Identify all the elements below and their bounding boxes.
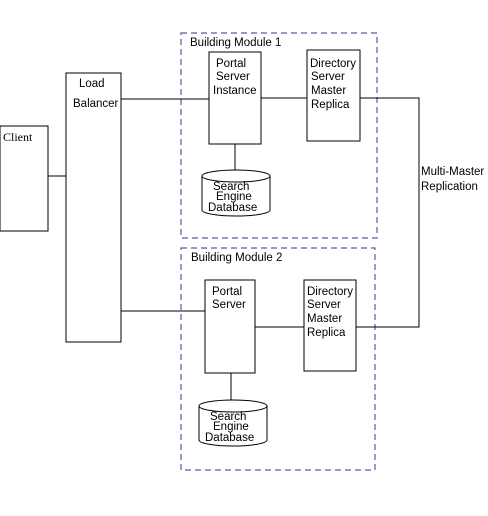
module2-directory-line1: Directory <box>307 286 353 298</box>
module1-directory-line4: Replica <box>311 99 350 111</box>
replication-label-line2: Replication <box>421 181 478 193</box>
building-module-1-title: Building Module 1 <box>190 37 281 49</box>
module1-database-cylinder <box>201 169 271 217</box>
module1-database-line1: Search <box>213 181 249 193</box>
module2-portal-server-box <box>204 279 256 374</box>
module2-directory-line3: Master <box>307 313 342 325</box>
module1-database-line2: Engine <box>216 191 252 203</box>
module2-database-cylinder <box>198 399 268 447</box>
building-module-2-title: Building Module 2 <box>191 252 282 264</box>
module1-directory-line1: Directory <box>310 58 356 70</box>
module1-database-line3: Database <box>208 202 257 214</box>
module1-directory-line3: Master <box>311 85 346 97</box>
client-label: Client <box>3 130 33 144</box>
module1-portal-line1: Portal <box>216 58 246 70</box>
load-balancer-label-line2: Balancer <box>73 98 119 110</box>
module1-directory-line2: Server <box>311 71 345 83</box>
module2-portal-line1: Portal <box>212 286 242 298</box>
module2-database-line1: Search <box>210 411 246 423</box>
building-module-2-boundary <box>180 247 376 471</box>
module1-portal-line3: Instance <box>213 85 256 97</box>
client-box <box>0 125 49 232</box>
module2-database-line2: Engine <box>213 421 249 433</box>
load-balancer-box <box>65 72 122 343</box>
module2-portal-line2: Server <box>212 299 246 311</box>
module2-directory-server-box <box>303 279 357 372</box>
load-balancer-label-line1: Load <box>79 78 105 90</box>
module1-portal-server-box <box>208 51 262 145</box>
module1-portal-line2: Server <box>216 71 250 83</box>
replication-label-line1: Multi-Master <box>421 166 484 178</box>
module1-directory-server-box <box>306 49 361 142</box>
module2-directory-line4: Replica <box>307 327 346 339</box>
module2-directory-line2: Server <box>307 299 341 311</box>
module2-database-line3: Database <box>205 432 254 444</box>
multi-master-replication-connector <box>356 97 420 328</box>
connectors <box>48 97 420 400</box>
